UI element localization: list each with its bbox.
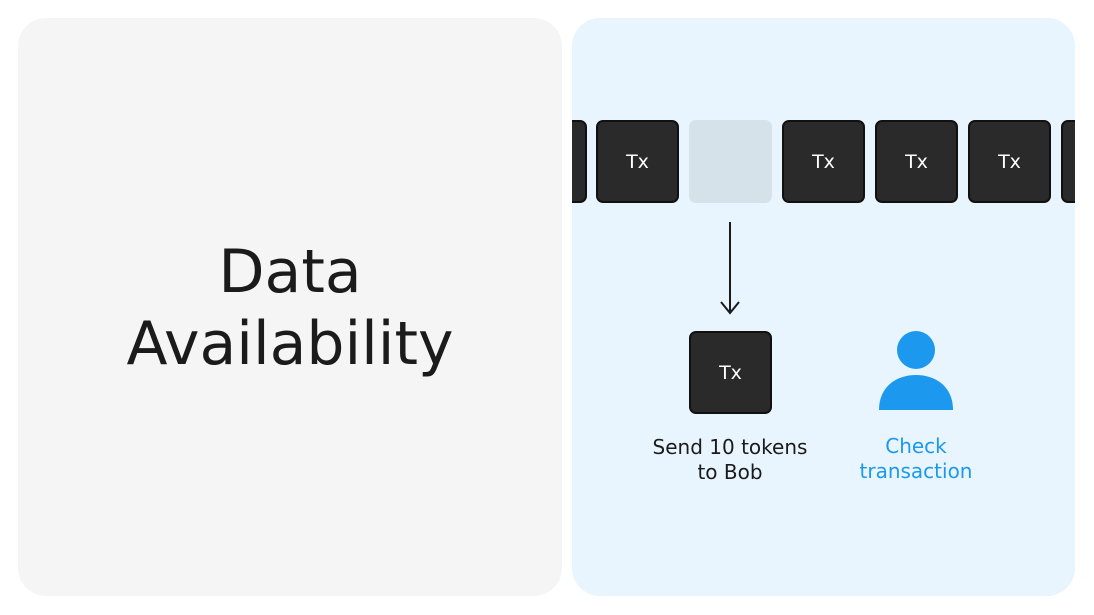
tx-caption-line-1: Send 10 tokens (652, 435, 808, 459)
chain-block-missing (689, 120, 772, 203)
down-arrow-icon (720, 222, 740, 315)
chain-block-partial-left (572, 120, 587, 203)
tx-caption: Send 10 tokens to Bob (630, 435, 830, 485)
page-title: Data Availability (18, 236, 562, 380)
detail-tx-block: Tx (689, 331, 772, 414)
check-transaction-label: Check transaction (834, 434, 998, 484)
title-line-1: Data (218, 237, 362, 307)
chain-block-tx: Tx (968, 120, 1051, 203)
chain-block-tx: Tx (596, 120, 679, 203)
chain-block-tx: Tx (782, 120, 865, 203)
check-label-line-1: Check (885, 434, 947, 458)
chain-block-tx: Tx (875, 120, 958, 203)
check-label-line-2: transaction (859, 459, 973, 483)
chain-block-partial-right (1061, 120, 1075, 203)
tx-caption-line-2: to Bob (697, 460, 763, 484)
title-line-2: Availability (126, 309, 454, 379)
user-icon (879, 331, 953, 410)
title-panel: Data Availability (18, 18, 562, 596)
diagram-panel: Tx Tx Tx Tx Tx Send 10 tokens to Bob Che… (572, 18, 1075, 596)
